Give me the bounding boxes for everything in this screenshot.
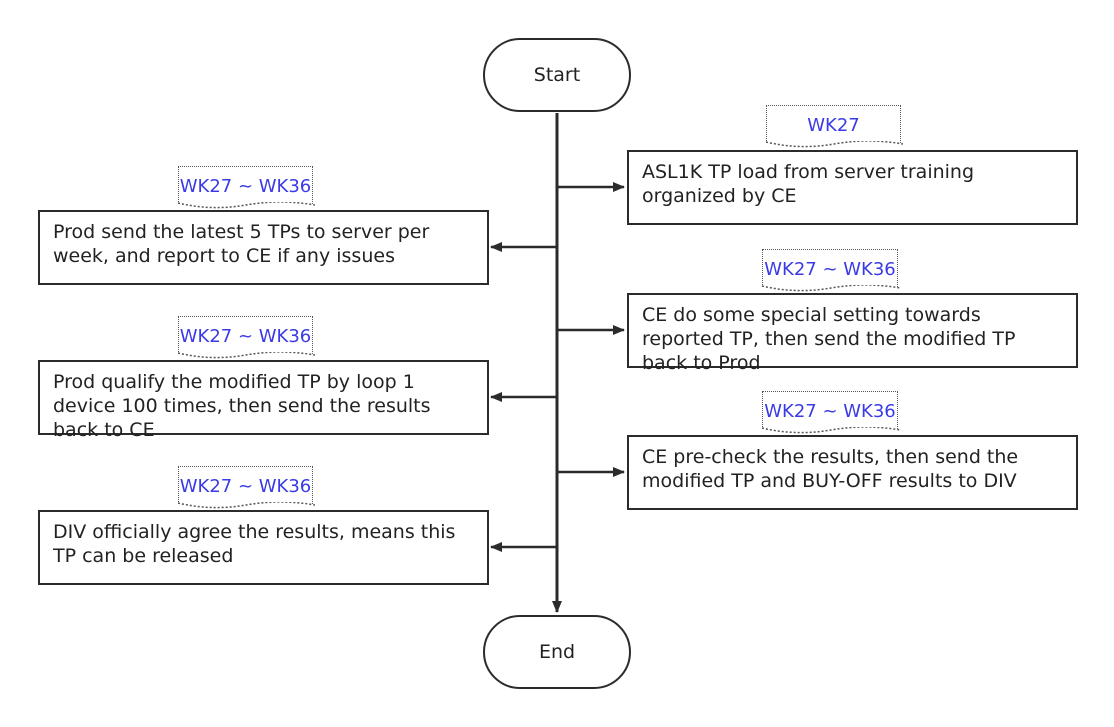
end-label: End	[538, 641, 576, 663]
step-1-box: ASL1K TP load from server training organ…	[627, 150, 1078, 225]
step-6-week-label: WK27 ~ WK36	[179, 476, 312, 497]
step-5-week-label: WK27 ~ WK36	[764, 401, 896, 422]
step-3-text: CE do some special setting towards repor…	[642, 304, 1016, 374]
step-2-week-tag: WK27 ~ WK36	[177, 166, 315, 209]
step-2-week-label: WK27 ~ WK36	[179, 176, 312, 197]
step-3-week-tag: WK27 ~ WK36	[761, 249, 900, 292]
tag-wave-bottom	[761, 285, 900, 292]
step-2-box: Prod send the latest 5 TPs to server per…	[38, 210, 489, 285]
step-3-box: CE do some special setting towards repor…	[627, 293, 1078, 374]
step-5-text: CE pre-check the results, then send the …	[642, 446, 1019, 492]
step-2-text: Prod send the latest 5 TPs to server per…	[53, 221, 430, 267]
end-node: End	[483, 615, 631, 689]
step-6-week-tag: WK27 ~ WK36	[177, 466, 315, 509]
step-1-week-label: WK27	[807, 115, 860, 136]
start-node: Start	[483, 38, 631, 112]
tag-wave-bottom	[761, 427, 900, 434]
step-5-week-tag: WK27 ~ WK36	[761, 391, 900, 434]
tag-wave-bottom	[177, 502, 315, 509]
tag-wave-bottom	[765, 141, 903, 148]
step-4-box: Prod qualify the modified TP by loop 1 d…	[38, 360, 489, 441]
step-1-text: ASL1K TP load from server training organ…	[642, 161, 975, 207]
step-5-box: CE pre-check the results, then send the …	[627, 435, 1078, 510]
tag-wave-bottom	[177, 352, 315, 359]
start-label: Start	[533, 64, 581, 86]
step-4-week-tag: WK27 ~ WK36	[177, 316, 315, 359]
step-4-text: Prod qualify the modified TP by loop 1 d…	[53, 371, 431, 441]
step-4-week-label: WK27 ~ WK36	[179, 326, 312, 347]
step-3-week-label: WK27 ~ WK36	[764, 259, 896, 280]
step-6-box: DIV officially agree the results, means …	[38, 510, 489, 585]
step-1-week-tag: WK27	[765, 105, 903, 148]
tag-wave-bottom	[177, 202, 315, 209]
step-6-text: DIV officially agree the results, means …	[53, 521, 456, 567]
